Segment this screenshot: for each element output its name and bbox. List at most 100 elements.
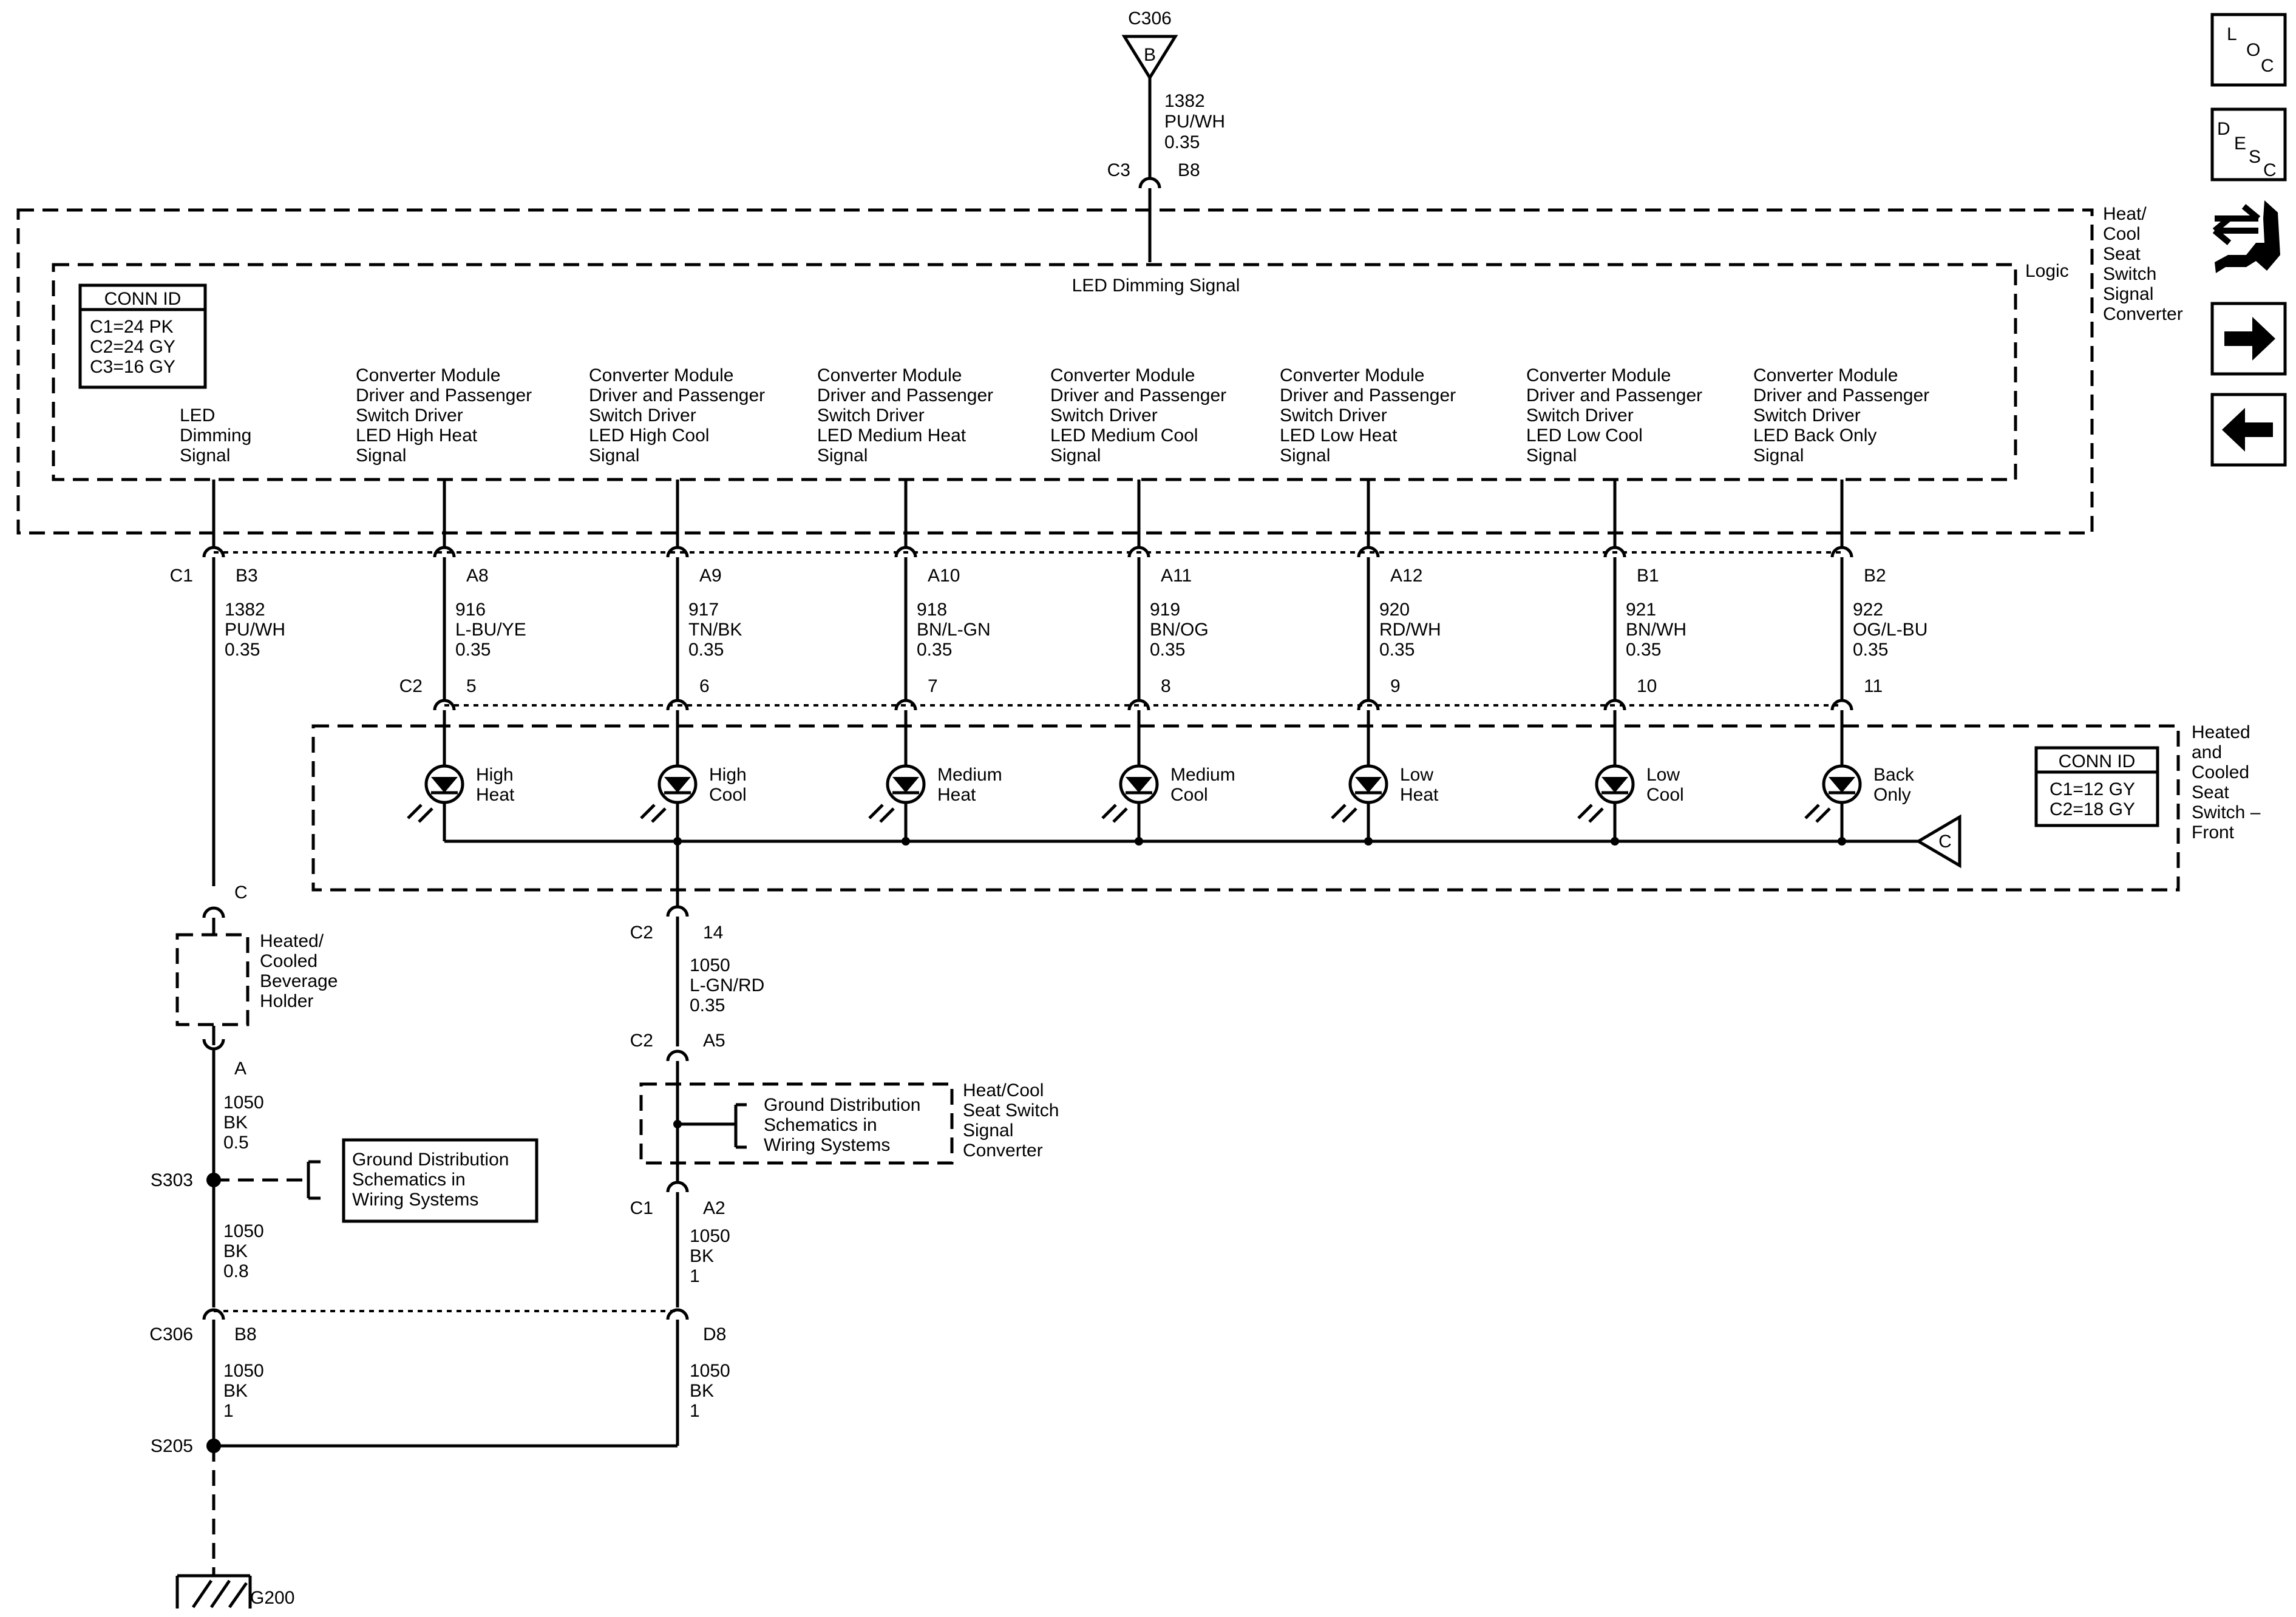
led-label: Cool <box>1170 785 1208 805</box>
circuit-number: 1382 <box>225 600 265 620</box>
led-label: High <box>709 765 747 785</box>
led-label: Only <box>1873 785 1911 805</box>
pin-label: 8 <box>1161 676 1171 696</box>
led-rays <box>1101 804 1128 823</box>
c2-pin <box>666 699 689 711</box>
wire-gauge: 0.35 <box>455 640 491 660</box>
logic-label: Logic <box>2025 261 2069 281</box>
pin-label: 7 <box>928 676 938 696</box>
pin-label: A5 <box>703 1031 725 1051</box>
c1-pin <box>433 546 456 558</box>
wire-gauge: 1 <box>690 1266 700 1286</box>
led-label: Cool <box>1646 785 1684 805</box>
signal-label: LED Medium Cool <box>1050 425 1198 446</box>
led-diode <box>1355 777 1382 793</box>
wire-gauge: 0.35 <box>917 640 952 660</box>
signal-label: LED Back Only <box>1753 425 1877 446</box>
signal-label: Driver and Passenger <box>589 385 765 405</box>
wire-gauge: 1 <box>690 1401 700 1421</box>
wire-color: BN/WH <box>1626 620 1686 640</box>
signal-label: Signal <box>1050 446 1101 466</box>
pin-label: 14 <box>703 923 723 943</box>
switch-conn-id-box <box>2034 746 2159 827</box>
connector-view-icon[interactable] <box>2212 200 2280 273</box>
module-name: Heat/ <box>2103 204 2147 224</box>
wire-color: PU/WH <box>225 620 285 640</box>
signal-label: Signal <box>1526 446 1577 466</box>
signal-label: LED Medium Heat <box>817 425 966 446</box>
wire-gauge: 0.35 <box>225 640 260 660</box>
signal-label: LED <box>180 405 215 425</box>
connector-name: C3 <box>1107 160 1130 180</box>
connector-name: C2 <box>630 923 653 943</box>
dimming-label: LED Dimming Signal <box>1072 276 1240 296</box>
signal-label: Switch Driver <box>1050 405 1158 425</box>
wire-color: TN/BK <box>688 620 742 640</box>
led-diode <box>1126 777 1152 793</box>
c2-pin-a5 <box>666 1049 689 1062</box>
pin-label: 11 <box>1864 676 1883 696</box>
wires-layer <box>16 35 2180 1609</box>
switch-offpage-triangle <box>1915 814 1961 869</box>
circuit-number: 1050 <box>223 1093 264 1113</box>
signal-label: Switch Driver <box>356 405 463 425</box>
signal-label: Driver and Passenger <box>356 385 532 405</box>
signal-label: Driver and Passenger <box>1753 385 1929 405</box>
loc-icon[interactable]: L O C <box>2210 13 2287 87</box>
signal-label: Driver and Passenger <box>1050 385 1226 405</box>
module-name: Cool <box>2103 224 2141 244</box>
svg-text:C: C <box>2261 56 2274 76</box>
c1-pin <box>1127 546 1150 558</box>
signal-label: Signal <box>180 446 230 466</box>
signal-label: Converter Module <box>1050 365 1195 385</box>
led-label: Back <box>1873 765 1915 785</box>
circuit-number: 917 <box>688 600 719 620</box>
pin-label: 6 <box>699 676 710 696</box>
wire-gauge: 1 <box>223 1401 234 1421</box>
ground-ref-label: Ground Distribution <box>352 1150 509 1170</box>
led-diode <box>1601 777 1628 793</box>
signal-label: Switch Driver <box>817 405 925 425</box>
conn-id-title: CONN ID <box>104 289 182 309</box>
signal-label: Converter Module <box>356 365 500 385</box>
led-rays <box>1331 804 1357 823</box>
wire-gauge: 0.35 <box>688 640 724 660</box>
module-ref-label: Converter <box>963 1141 1043 1161</box>
svg-text:C: C <box>2263 160 2277 180</box>
c3-pin-b8 <box>1138 177 1161 189</box>
wire-gauge: 0.5 <box>223 1133 249 1153</box>
led-diode <box>664 777 691 793</box>
circuit-number: 1050 <box>690 1226 730 1246</box>
switch-name: Seat <box>2192 782 2229 802</box>
conn-id-line: C1=24 PK <box>90 317 174 337</box>
pin-label: B2 <box>1864 566 1886 586</box>
signal-label: Converter Module <box>1526 365 1671 385</box>
signal-label: Dimming <box>180 425 251 446</box>
led-rays <box>640 804 667 823</box>
module-ref-label: Signal <box>963 1120 1013 1141</box>
prev-arrow-icon[interactable] <box>2210 393 2287 467</box>
desc-icon[interactable]: D E S C <box>2210 107 2287 181</box>
c2-pin <box>1830 699 1853 711</box>
led-label: Heat <box>1400 785 1439 805</box>
c1-pin <box>666 546 689 558</box>
top-connector-triangle <box>1121 35 1178 81</box>
ground-ref-label: Wiring Systems <box>764 1135 890 1155</box>
led-label: Heat <box>937 785 976 805</box>
pin-label: A11 <box>1161 566 1192 586</box>
c1-pin <box>1357 546 1380 558</box>
connector-name: C2 <box>399 676 423 696</box>
pin-label: A10 <box>928 566 960 586</box>
pin-label: A <box>234 1059 246 1079</box>
conn-id-box <box>78 283 207 389</box>
wire-color: BN/L-GN <box>917 620 991 640</box>
ground-ref-box <box>342 1138 538 1223</box>
ground-ref-label: Schematics in <box>764 1115 877 1135</box>
pin-label: 10 <box>1637 676 1657 696</box>
next-arrow-icon[interactable] <box>2210 302 2287 376</box>
signal-label: LED High Heat <box>356 425 478 446</box>
conn-id-line: C3=16 GY <box>90 357 175 377</box>
